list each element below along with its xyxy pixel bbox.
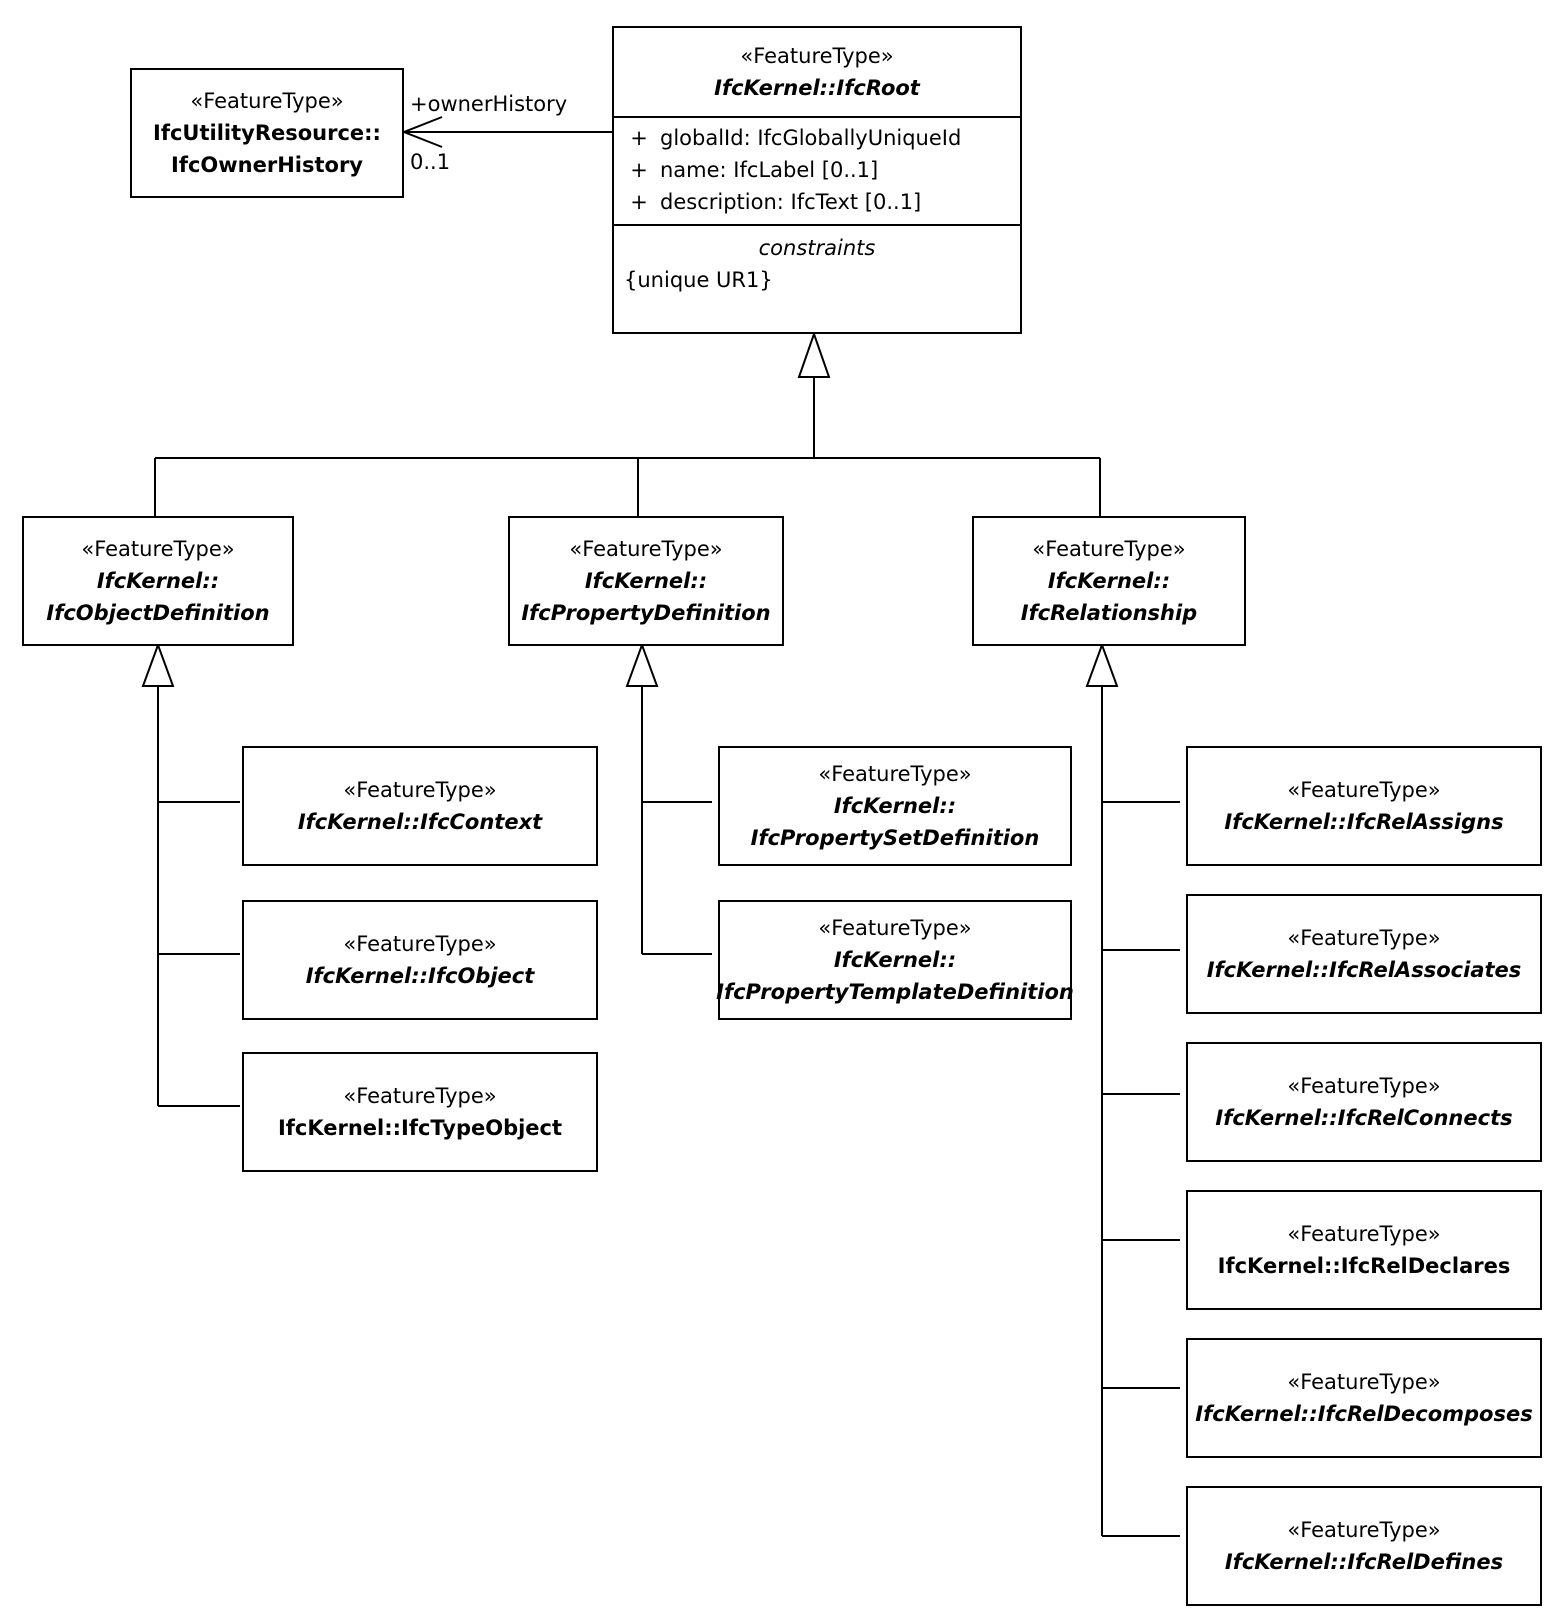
stereotype-label: «FeatureType» (1287, 778, 1441, 802)
object-definition-generalization-triangle (141, 642, 175, 687)
object-class[interactable]: «FeatureType» IfcKernel::IfcObject (242, 900, 598, 1020)
attribute-text: description: IfcText [0..1] (660, 190, 922, 214)
stereotype-label: «FeatureType» (818, 916, 972, 940)
stereotype-label: «FeatureType» (740, 44, 894, 68)
stereotype-label: «FeatureType» (343, 932, 497, 956)
class-name: IfcPropertyTemplateDefinition (716, 980, 1074, 1004)
class-name: IfcKernel:: (833, 794, 957, 818)
stereotype-label: «FeatureType» (343, 778, 497, 802)
class-name: IfcKernel:: (96, 569, 220, 593)
context-class[interactable]: «FeatureType» IfcKernel::IfcContext (242, 746, 598, 866)
constraints-title: constraints (758, 236, 876, 260)
class-name: IfcKernel::IfcRelDeclares (1217, 1254, 1511, 1278)
stereotype-label: «FeatureType» (569, 537, 723, 561)
stereotype-label: «FeatureType» (1287, 1222, 1441, 1246)
type-object-class[interactable]: «FeatureType» IfcKernel::IfcTypeObject (242, 1052, 598, 1172)
attribute-compartment: + globalId: IfcGloballyUniqueId + name: … (614, 118, 1020, 226)
stereotype-label: «FeatureType» (1032, 537, 1186, 561)
stereotype-label: «FeatureType» (1287, 926, 1441, 950)
class-name: IfcPropertySetDefinition (750, 826, 1040, 850)
attribute-row: + name: IfcLabel [0..1] (614, 154, 1020, 186)
object-definition-class[interactable]: «FeatureType» IfcKernel:: IfcObjectDefin… (22, 516, 294, 646)
class-name: IfcKernel::IfcRelDecomposes (1195, 1402, 1533, 1426)
class-name: IfcKernel::IfcRelAssociates (1206, 958, 1522, 982)
attribute-row: + globalId: IfcGloballyUniqueId (614, 122, 1020, 154)
class-name: IfcPropertyDefinition (521, 601, 771, 625)
class-name: IfcKernel::IfcRelConnects (1215, 1106, 1513, 1130)
attribute-text: globalId: IfcGloballyUniqueId (660, 126, 962, 150)
class-name: IfcKernel::IfcObject (305, 964, 535, 988)
constraint-item: {unique UR1} (624, 268, 773, 292)
rel-assigns-class[interactable]: «FeatureType» IfcKernel::IfcRelAssigns (1186, 746, 1542, 866)
class-name: IfcUtilityResource:: (153, 121, 381, 145)
stereotype-label: «FeatureType» (1287, 1074, 1441, 1098)
property-definition-class[interactable]: «FeatureType» IfcKernel:: IfcPropertyDef… (508, 516, 784, 646)
class-name: IfcKernel::IfcContext (297, 810, 543, 834)
rel-declares-class[interactable]: «FeatureType» IfcKernel::IfcRelDeclares (1186, 1190, 1542, 1310)
class-name: IfcKernel::IfcRelDefines (1224, 1550, 1504, 1574)
rel-associates-class[interactable]: «FeatureType» IfcKernel::IfcRelAssociate… (1186, 894, 1542, 1014)
class-name: IfcObjectDefinition (46, 601, 270, 625)
property-set-definition-class[interactable]: «FeatureType» IfcKernel:: IfcPropertySet… (718, 746, 1072, 866)
association-role-label: +ownerHistory (410, 92, 568, 116)
rel-defines-class[interactable]: «FeatureType» IfcKernel::IfcRelDefines (1186, 1486, 1542, 1606)
property-definition-generalization-triangle (625, 642, 659, 687)
relationship-generalization-triangle (1085, 642, 1119, 687)
rel-decomposes-class[interactable]: «FeatureType» IfcKernel::IfcRelDecompose… (1186, 1338, 1542, 1458)
attribute-text: name: IfcLabel [0..1] (660, 158, 879, 182)
class-name: IfcOwnerHistory (171, 153, 363, 177)
root-class-header: «FeatureType» IfcKernel::IfcRoot (614, 28, 1020, 118)
class-name: IfcKernel::IfcRoot (714, 76, 920, 100)
attribute-row: + description: IfcText [0..1] (614, 186, 1020, 218)
root-class[interactable]: «FeatureType» IfcKernel::IfcRoot + globa… (612, 26, 1022, 334)
class-name: IfcKernel::IfcRelAssigns (1224, 810, 1504, 834)
class-name: IfcKernel:: (584, 569, 708, 593)
root-generalization-triangle (797, 330, 831, 378)
class-name: IfcKernel:: (833, 948, 957, 972)
stereotype-label: «FeatureType» (1287, 1518, 1441, 1542)
attribute-visibility: + (630, 190, 648, 214)
stereotype-label: «FeatureType» (343, 1084, 497, 1108)
stereotype-label: «FeatureType» (190, 89, 344, 113)
owner-history-class[interactable]: «FeatureType» IfcUtilityResource:: IfcOw… (130, 68, 404, 198)
relationship-class[interactable]: «FeatureType» IfcKernel:: IfcRelationshi… (972, 516, 1246, 646)
constraints-compartment: constraints {unique UR1} (614, 226, 1020, 296)
property-template-definition-class[interactable]: «FeatureType» IfcKernel:: IfcPropertyTem… (716, 900, 1074, 1020)
attribute-visibility: + (630, 158, 648, 182)
class-name: IfcKernel::IfcTypeObject (277, 1116, 563, 1140)
stereotype-label: «FeatureType» (818, 762, 972, 786)
association-open-arrowhead (401, 116, 443, 148)
stereotype-label: «FeatureType» (1287, 1370, 1441, 1394)
class-name: IfcKernel:: (1047, 569, 1171, 593)
attribute-visibility: + (630, 126, 648, 150)
association-multiplicity-label: 0..1 (410, 150, 451, 174)
class-name: IfcRelationship (1020, 601, 1198, 625)
rel-connects-class[interactable]: «FeatureType» IfcKernel::IfcRelConnects (1186, 1042, 1542, 1162)
stereotype-label: «FeatureType» (81, 537, 235, 561)
